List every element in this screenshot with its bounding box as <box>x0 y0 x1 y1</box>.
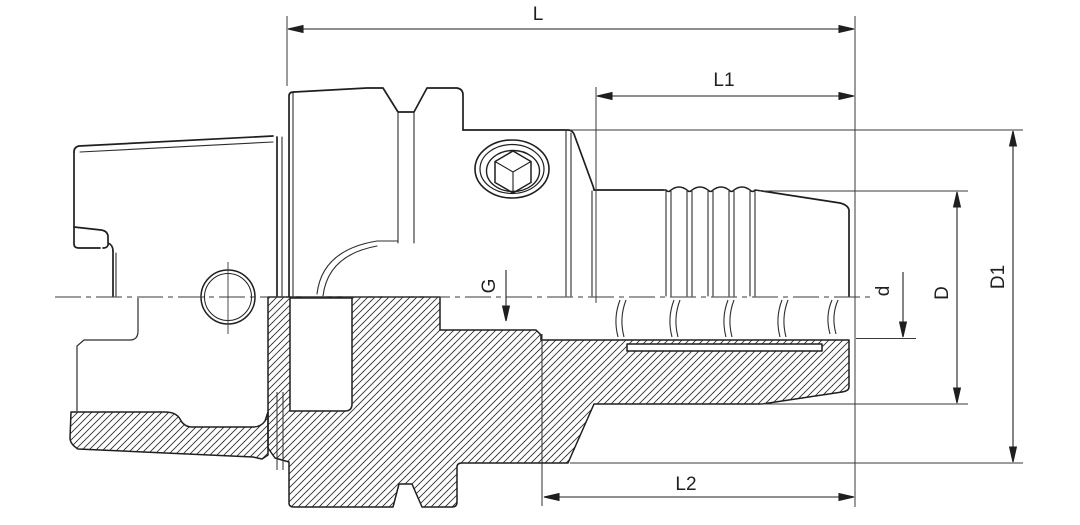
dim-G: G <box>479 270 511 322</box>
part-outline <box>73 87 850 297</box>
section-hatch <box>69 296 850 508</box>
arrow-G <box>501 305 511 322</box>
part-detail-lines <box>79 92 756 297</box>
arrow-D1-top <box>1008 130 1018 147</box>
cavity-step-lines <box>276 392 284 470</box>
dim-D: D <box>932 191 962 404</box>
screw-ring-mid <box>479 143 545 195</box>
arrow-L1-left <box>596 91 613 101</box>
arrow-D-bottom <box>952 387 962 404</box>
dimension-lines: L L1 L2 D1 D <box>287 4 1018 502</box>
arrow-D1-bottom <box>1008 446 1018 463</box>
body-top <box>462 129 595 191</box>
arrow-d <box>898 321 908 338</box>
groove-zone-edge <box>662 186 763 193</box>
shank-taper-inner-line <box>79 141 274 153</box>
grip-notch <box>73 226 114 252</box>
flange-fillet-arc-outer <box>316 240 399 295</box>
flange-fillet-arc-inner <box>322 245 378 297</box>
set-screw <box>474 139 550 199</box>
dim-label-D1: D1 <box>988 265 1009 289</box>
dim-D1: D1 <box>988 130 1018 463</box>
dim-d: d <box>873 272 908 338</box>
ring-groove-walls <box>665 190 756 297</box>
hex-socket-facets <box>494 161 532 193</box>
dim-label-L1: L1 <box>713 70 734 91</box>
flange-face <box>288 91 295 297</box>
flange-top <box>293 87 464 131</box>
dim-label-G: G <box>479 279 500 294</box>
arrow-L2-left <box>543 492 560 502</box>
arrow-L1-right <box>838 91 855 101</box>
dim-label-L2: L2 <box>675 474 696 495</box>
dim-L: L <box>287 4 855 34</box>
cavity-edges <box>76 298 543 506</box>
dim-label-L: L <box>533 4 544 25</box>
arrow-L2-right <box>838 492 855 502</box>
shank-hole <box>200 262 256 334</box>
hatch-body-section <box>267 296 850 508</box>
dim-L1: L1 <box>596 70 855 101</box>
dim-label-D: D <box>932 286 953 300</box>
screw-ring-outer <box>474 139 550 199</box>
dim-L2: L2 <box>543 474 855 502</box>
cavity-lip <box>76 298 139 411</box>
bore-spiral-grooves <box>615 299 839 338</box>
arrow-L-right <box>838 24 855 34</box>
arrow-L-left <box>287 24 304 34</box>
dim-label-d: d <box>873 286 894 297</box>
arrow-D-top <box>952 191 962 208</box>
shank-face-edge <box>73 151 101 249</box>
nose-taper <box>761 190 850 297</box>
extension-lines <box>286 16 1023 507</box>
shank-top-edge <box>73 135 274 153</box>
hatch-shank-wall <box>69 411 269 460</box>
